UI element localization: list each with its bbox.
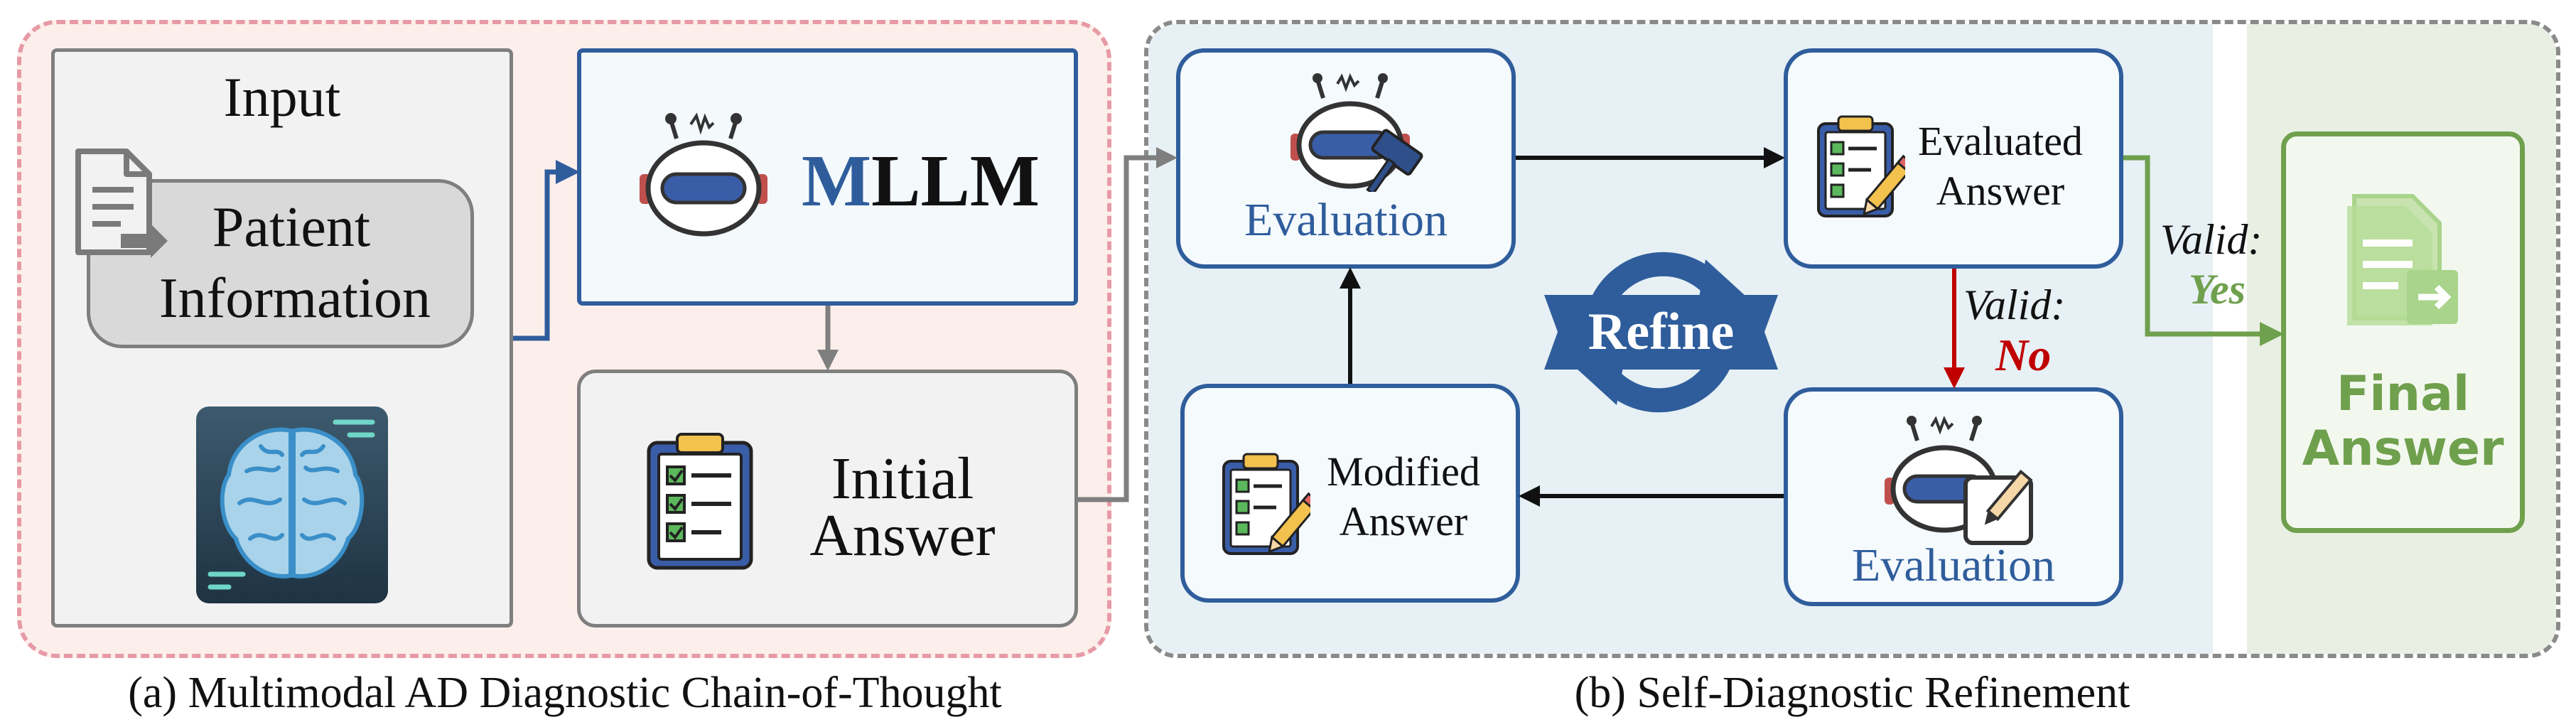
final-answer-line2: Answer bbox=[2302, 421, 2504, 477]
final-answer-line1: Final bbox=[2336, 366, 2470, 422]
modified-answer-line1: Modified bbox=[1327, 448, 1480, 495]
arrow-input-to-mllm bbox=[513, 160, 580, 341]
clipboard-pencil-icon bbox=[1222, 453, 1310, 555]
valid-no-value: No bbox=[1995, 330, 2052, 380]
valid-no-label: Valid: bbox=[1963, 281, 2066, 328]
final-document-icon bbox=[2347, 194, 2458, 325]
brain-scan-icon bbox=[196, 406, 388, 603]
patient-info-line1: Patient bbox=[212, 196, 371, 259]
document-icon bbox=[75, 149, 168, 258]
clipboard-checklist-icon bbox=[647, 433, 753, 570]
robot-icon bbox=[640, 112, 767, 237]
refine-cycle-icon bbox=[1544, 252, 1778, 413]
refine-label: Refine bbox=[1588, 303, 1735, 361]
clipboard-pencil-icon bbox=[1817, 115, 1905, 217]
evaluated-answer-line1: Evaluated bbox=[1918, 118, 2083, 164]
evaluation-top-label: Evaluation bbox=[1244, 194, 1448, 246]
arrow-initial-answer-to-evaluation bbox=[1078, 147, 1177, 502]
input-title: Input bbox=[223, 66, 341, 128]
initial-answer-box bbox=[577, 370, 1078, 628]
robot-judge-icon bbox=[1290, 73, 1423, 192]
panel-a-caption: (a) Multimodal AD Diagnostic Chain-of-Th… bbox=[128, 669, 1002, 717]
mllm-label: MLLM bbox=[802, 139, 1040, 223]
initial-answer-line1: Initial bbox=[831, 446, 974, 512]
panel-b-separator bbox=[2213, 24, 2247, 654]
patient-info-line2: Information bbox=[158, 267, 431, 330]
valid-yes-label: Valid: bbox=[2160, 216, 2263, 263]
mllm-label-first-letter: M bbox=[802, 140, 872, 222]
arrow-evaluated-answer-to-final-yes bbox=[2123, 155, 2284, 346]
evaluation-bottom-label: Evaluation bbox=[1852, 539, 2055, 591]
valid-yes-value: Yes bbox=[2189, 266, 2246, 313]
patient-info-box bbox=[87, 179, 474, 348]
mllm-label-rest: LLM bbox=[871, 140, 1040, 222]
modified-answer-line2: Answer bbox=[1339, 498, 1468, 544]
robot-editor-icon bbox=[1885, 416, 2033, 545]
initial-answer-line2: Answer bbox=[809, 502, 996, 569]
evaluated-answer-line2: Answer bbox=[1936, 168, 2065, 214]
panel-b-caption: (b) Self-Diagnostic Refinement bbox=[1574, 669, 2130, 717]
modified-answer-box bbox=[1180, 384, 1520, 603]
